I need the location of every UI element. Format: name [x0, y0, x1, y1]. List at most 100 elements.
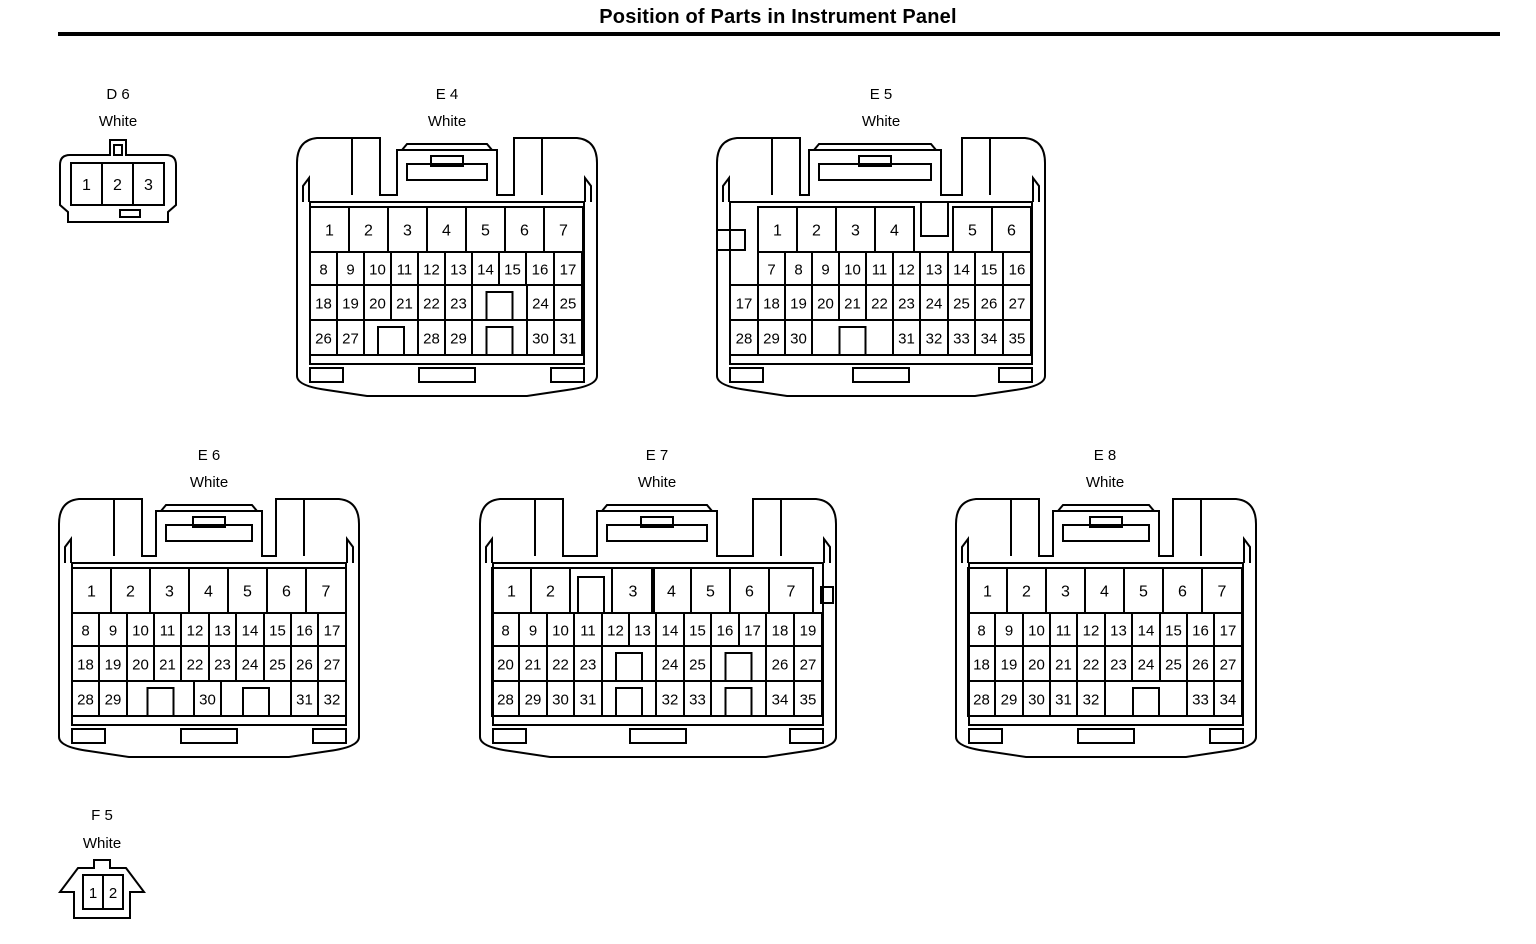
e6-pin-label: 24 — [242, 657, 259, 674]
e5-pin-label: 11 — [872, 262, 888, 279]
e6-pin-label: 3 — [165, 584, 174, 601]
e4-pin-label: 28 — [423, 331, 440, 348]
e6-housing — [58, 498, 360, 758]
e7-pin-label: 28 — [497, 692, 514, 709]
e7-foot-mid — [629, 728, 687, 744]
e7-tick-left — [485, 536, 493, 563]
e7-pin-label: 25 — [689, 657, 706, 674]
e8-pin-label: 26 — [1192, 657, 1209, 674]
e4-pin-label: 20 — [369, 296, 386, 313]
e8-pin-label: 34 — [1220, 692, 1237, 709]
e6-foot-mid — [180, 728, 238, 744]
e5-pin-label: 28 — [736, 331, 753, 348]
e4-pin-label: 8 — [319, 262, 327, 279]
e7-pin-label: 31 — [580, 692, 597, 709]
e8-pin-label: 14 — [1138, 623, 1155, 640]
e5-key-notch — [920, 202, 949, 237]
e6-pin-label: 13 — [214, 623, 231, 640]
e5-pin-label: 33 — [953, 331, 970, 348]
e6-pin-label: 27 — [324, 657, 341, 674]
e5-pin-label: 35 — [1009, 331, 1026, 348]
e7-pin-label: 14 — [662, 623, 679, 640]
connector-color-e4: White — [427, 113, 467, 130]
e7-foot-right — [789, 728, 824, 744]
e6-pin-label: 15 — [269, 623, 286, 640]
e6-pin-label: 14 — [242, 623, 259, 640]
e7-pin-label: 27 — [800, 657, 817, 674]
e8-pin-label: 27 — [1220, 657, 1237, 674]
e6-pin-label: 2 — [126, 584, 135, 601]
e4-pin-label: 19 — [342, 296, 359, 313]
e5-pin-label: 8 — [794, 262, 802, 279]
e5-foot-mid — [852, 367, 910, 383]
e5-pin-label: 1 — [773, 223, 782, 240]
e8-pin-label: 23 — [1110, 657, 1127, 674]
e8-pin-label: 9 — [1005, 623, 1013, 640]
e4-pin-label: 24 — [532, 296, 549, 313]
e8-pin-label: 29 — [1001, 692, 1018, 709]
e7-pin-label: 1 — [507, 584, 516, 601]
e7-pin — [793, 680, 823, 717]
e6-pin-label: 20 — [132, 657, 149, 674]
e4-pin-label: 29 — [450, 331, 467, 348]
e8-tick-right — [1243, 536, 1251, 563]
e4-pin-label: 21 — [396, 296, 413, 313]
e8-pin-label: 3 — [1061, 584, 1070, 601]
e4-cavity — [363, 319, 419, 356]
e4-cavity-slot — [485, 326, 514, 356]
e4-pin-label: 1 — [325, 223, 334, 240]
e7-cavity — [601, 680, 657, 717]
e4-foot-left — [309, 367, 344, 383]
e6-pin-label: 4 — [204, 584, 213, 601]
e8-foot-mid — [1077, 728, 1135, 744]
e6-pin-label: 12 — [187, 623, 204, 640]
e8-latch-inner — [1062, 524, 1150, 542]
e4-cavity — [471, 284, 528, 321]
connector-color-e6: White — [189, 474, 229, 491]
e7-cavity — [569, 567, 613, 614]
e8-pin-label: 32 — [1083, 692, 1100, 709]
e6-pin-label: 10 — [132, 623, 149, 640]
e4-pin-label: 6 — [520, 223, 529, 240]
e4-foot-mid — [418, 367, 476, 383]
e5-pin-label: 32 — [926, 331, 943, 348]
e4-cavity — [471, 319, 528, 356]
e5-pin-label: 22 — [871, 296, 888, 313]
e5-pin-label: 15 — [981, 262, 998, 279]
e4-pin-label: 10 — [369, 262, 386, 279]
e7-cavity-slot — [615, 652, 643, 682]
e7-pin-label: 23 — [580, 657, 597, 674]
e5-pin-label: 21 — [844, 296, 861, 313]
e5-pin-label: 20 — [817, 296, 834, 313]
e8-pin-label: 19 — [1001, 657, 1018, 674]
d6-pin — [132, 162, 165, 206]
e4-pin-label: 23 — [450, 296, 467, 313]
e4-pin-label: 31 — [560, 331, 577, 348]
e8-pin-label: 6 — [1178, 584, 1187, 601]
e7-pin-label: 12 — [607, 623, 624, 640]
e7-pin-label: 15 — [689, 623, 706, 640]
connector-code-f5: F 5 — [91, 807, 113, 824]
e7-pin-label: 19 — [800, 623, 817, 640]
e5-latch-tab — [858, 155, 892, 167]
e6-latch-inner — [165, 524, 253, 542]
e8-foot-right — [1209, 728, 1244, 744]
e4-pin-label: 11 — [397, 262, 413, 279]
e8-pin-label: 12 — [1083, 623, 1100, 640]
e7-pin-label: 16 — [717, 623, 734, 640]
e7-pin-label: 7 — [787, 584, 796, 601]
e7-pin-label: 18 — [772, 623, 789, 640]
e5-pin-label: 27 — [1009, 296, 1026, 313]
e8-pin-label: 22 — [1083, 657, 1100, 674]
e4-pin-label: 5 — [481, 223, 490, 240]
e5-pin-label: 14 — [953, 262, 970, 279]
e4-pin-label: 15 — [504, 262, 521, 279]
e6-cavity-slot — [242, 687, 270, 717]
f5-housing — [58, 859, 146, 919]
e4-pin-label: 30 — [532, 331, 549, 348]
e8-foot-left — [968, 728, 1003, 744]
connector-color-f5: White — [82, 835, 122, 852]
e6-cavity-slot — [146, 687, 175, 717]
